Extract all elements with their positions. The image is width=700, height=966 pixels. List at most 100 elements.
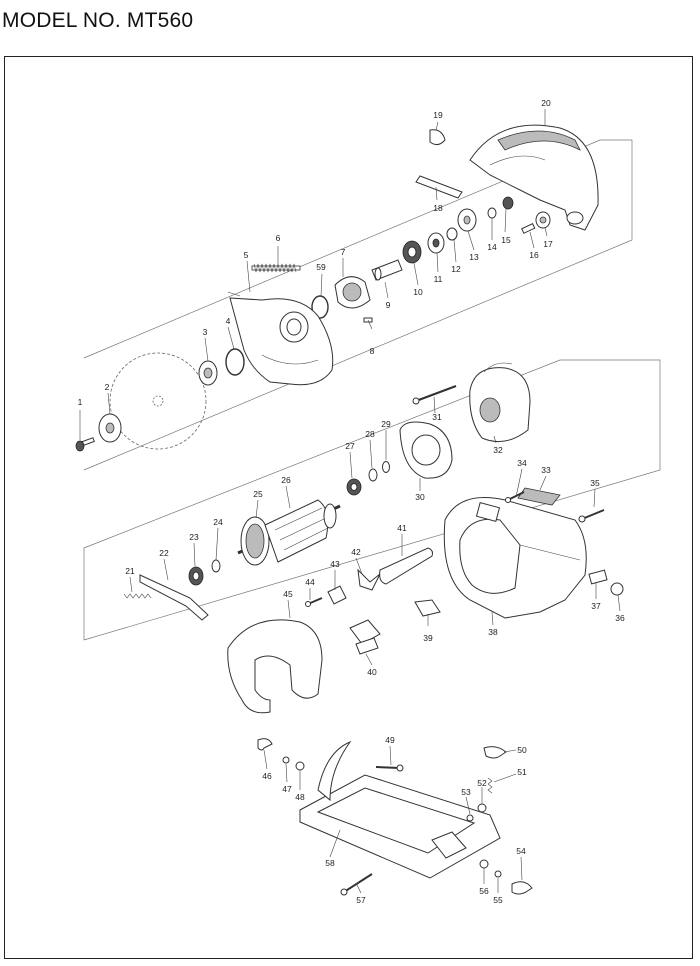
hex-bolt <box>75 437 95 452</box>
spring-51 <box>487 777 493 794</box>
safety-cover <box>227 291 334 386</box>
callout-41: 41 <box>397 523 407 533</box>
callout-24: 24 <box>213 517 223 527</box>
wing-bolt-50 <box>483 746 507 759</box>
callout-38: 38 <box>488 627 498 637</box>
washer-55 <box>494 870 502 878</box>
callout-28: 28 <box>365 429 375 439</box>
base-plate <box>299 740 501 879</box>
callout-23: 23 <box>189 532 199 542</box>
washer-48 <box>295 761 305 771</box>
callout-33: 33 <box>541 465 551 475</box>
retaining-ring <box>311 295 329 319</box>
callout-39: 39 <box>423 633 433 643</box>
baffle-plate <box>399 421 453 479</box>
callout-numbers: 1 2 3 4 5 6 7 8 9 10 11 12 13 14 15 16 1… <box>78 98 625 905</box>
callout-42: 42 <box>351 547 361 557</box>
leader-lines <box>79 109 621 894</box>
callout-56: 56 <box>479 886 489 896</box>
callout-46: 46 <box>262 771 272 781</box>
callout-2: 2 <box>105 382 110 392</box>
page-title: MODEL NO. MT560 <box>2 9 194 32</box>
callout-6: 6 <box>276 233 281 243</box>
callout-29: 29 <box>381 419 391 429</box>
spring <box>251 263 301 273</box>
callout-8: 8 <box>370 346 375 356</box>
switch <box>414 599 441 617</box>
callout-14: 14 <box>487 242 497 252</box>
callout-53: 53 <box>461 787 471 797</box>
shaft-lock <box>139 574 209 621</box>
callout-50: 50 <box>517 745 527 755</box>
switch-lever <box>357 568 381 591</box>
callout-3: 3 <box>203 327 208 337</box>
callout-18: 18 <box>433 203 443 213</box>
wing-bolt-46 <box>257 738 273 751</box>
washer-24 <box>211 559 221 573</box>
label-plate <box>415 175 463 199</box>
washer-47 <box>282 756 290 764</box>
callout-57: 57 <box>356 895 366 905</box>
shaft-parts <box>427 196 551 254</box>
callout-12: 12 <box>451 264 461 274</box>
lock-button <box>327 585 347 605</box>
handle-grip <box>379 547 433 585</box>
callout-31: 31 <box>432 412 442 422</box>
callout-43: 43 <box>330 559 340 569</box>
screw-35 <box>578 509 605 523</box>
callout-49: 49 <box>385 735 395 745</box>
wing-bolt-54 <box>511 881 533 895</box>
callout-7: 7 <box>341 247 346 257</box>
bolt-57 <box>340 873 373 896</box>
callout-52: 52 <box>477 778 487 788</box>
outer-flange-hole <box>105 422 115 434</box>
ball-bearing-23-bore <box>192 571 200 581</box>
gear-assembly <box>334 240 422 323</box>
callout-17: 17 <box>543 239 553 249</box>
callout-16: 16 <box>529 250 539 260</box>
callout-9: 9 <box>386 300 391 310</box>
lock-lever <box>429 129 446 146</box>
callout-21: 21 <box>125 566 135 576</box>
callout-47: 47 <box>282 784 292 794</box>
ball-bearing-27-bore <box>350 483 358 491</box>
callout-51: 51 <box>517 767 527 777</box>
callout-44: 44 <box>305 577 315 587</box>
o-ring-29 <box>382 461 390 473</box>
callout-34: 34 <box>517 458 527 468</box>
callout-32: 32 <box>493 445 503 455</box>
callout-58: 58 <box>325 858 335 868</box>
washer-52 <box>477 803 487 813</box>
callout-55: 55 <box>493 895 503 905</box>
callout-1: 1 <box>78 397 83 407</box>
brush-holder <box>588 569 608 585</box>
brush-cap <box>610 582 624 596</box>
callout-27: 27 <box>345 441 355 451</box>
callout-22: 22 <box>159 548 169 558</box>
callout-40: 40 <box>367 667 377 677</box>
screw-44 <box>305 597 323 607</box>
callout-45: 45 <box>283 589 293 599</box>
callout-36: 36 <box>615 613 625 623</box>
trigger <box>349 619 381 655</box>
blade-guard <box>469 124 599 231</box>
inner-flange-hole <box>203 367 213 379</box>
saw-blade-arbor <box>152 395 164 407</box>
bolt-49 <box>375 764 404 772</box>
callout-48: 48 <box>295 792 305 802</box>
diagram-frame <box>4 56 693 959</box>
field-coil <box>469 362 531 443</box>
compression-spring <box>123 593 152 599</box>
callout-5: 5 <box>244 250 249 260</box>
callout-19: 19 <box>433 110 443 120</box>
callout-30: 30 <box>415 492 425 502</box>
callout-15: 15 <box>501 235 511 245</box>
handle-cover <box>227 619 323 714</box>
callout-11: 11 <box>434 274 443 284</box>
callout-25: 25 <box>253 489 263 499</box>
callout-20: 20 <box>541 98 551 108</box>
ring-28 <box>368 468 378 482</box>
ring-spring <box>225 348 245 376</box>
callout-26: 26 <box>281 475 291 485</box>
saw-blade <box>109 352 207 450</box>
